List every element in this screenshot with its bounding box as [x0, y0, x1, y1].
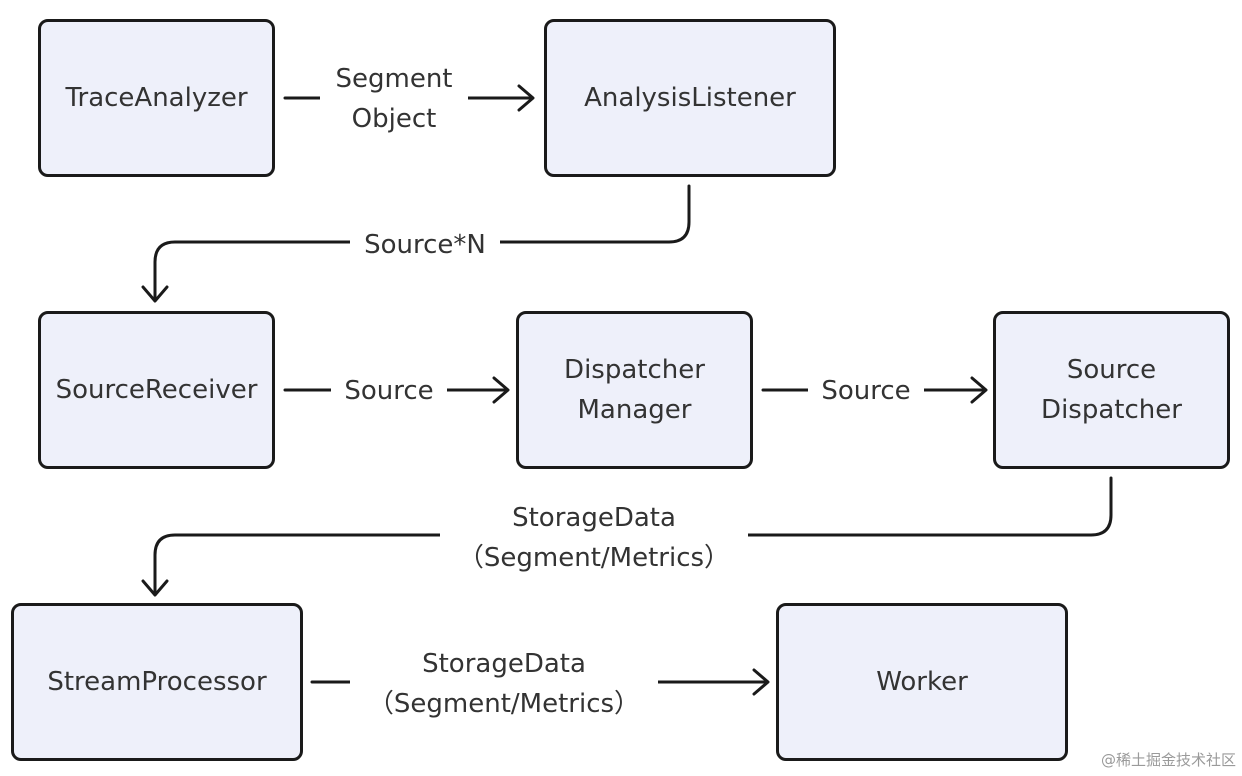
label-source-1: Source: [331, 371, 447, 411]
label-source-2: Source: [808, 371, 924, 411]
node-dispatcher-manager: Dispatcher Manager: [516, 311, 753, 469]
node-worker: Worker: [776, 603, 1068, 761]
arrowhead-manager: [492, 376, 510, 404]
arrowhead-listener: [517, 84, 535, 112]
node-stream-processor: StreamProcessor: [11, 603, 303, 761]
watermark: @稀土掘金技术社区: [1100, 751, 1236, 769]
label-source-n: Source*N: [350, 225, 500, 265]
node-worker-label: Worker: [876, 667, 968, 697]
arrowhead-worker: [752, 668, 770, 696]
node-trace-analyzer: TraceAnalyzer: [38, 19, 275, 177]
arrowhead-receiver: [141, 285, 169, 303]
label-storage-data-2: StorageData （Segment/Metrics）: [350, 644, 658, 724]
node-dispatcher-manager-label: Dispatcher Manager: [564, 355, 705, 425]
node-analysis-listener-label: AnalysisListener: [584, 83, 796, 113]
label-segment-object: Segment Object: [320, 59, 468, 139]
arrowhead-dispatcher: [970, 376, 988, 404]
label-storage-data-1: StorageData （Segment/Metrics）: [440, 498, 748, 578]
arrowhead-processor: [141, 579, 169, 597]
node-stream-processor-label: StreamProcessor: [47, 667, 267, 697]
node-trace-analyzer-label: TraceAnalyzer: [65, 83, 248, 113]
node-source-receiver-label: SourceReceiver: [55, 375, 258, 405]
node-source-receiver: SourceReceiver: [38, 311, 275, 469]
node-source-dispatcher: Source Dispatcher: [993, 311, 1230, 469]
node-analysis-listener: AnalysisListener: [544, 19, 836, 177]
node-source-dispatcher-label: Source Dispatcher: [1041, 355, 1182, 425]
